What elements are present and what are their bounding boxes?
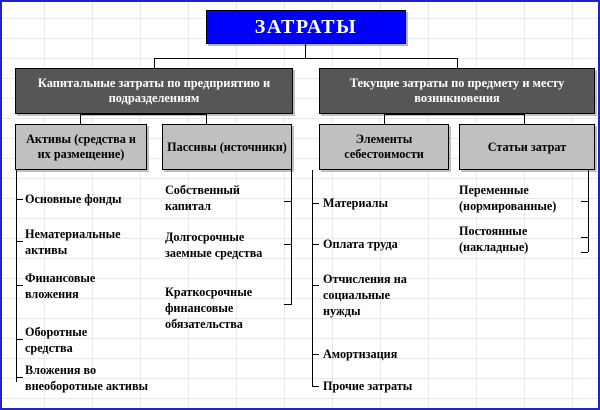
bracket-elements-tick-3 [312,354,319,355]
bracket-liabilities-tick-2 [284,304,291,305]
connector-current-to-items [524,114,525,124]
bracket-liabilities-drop [291,170,292,180]
diagram-title-box: ЗАТРАТЫ [206,10,406,44]
connector-title-to-capital [154,58,155,68]
bracket-liabilities-tick-0 [284,201,291,202]
leaf-liabilities-2: Краткосрочные финансовые обязательства [165,285,253,331]
bracket-elements-drop [312,170,313,180]
bracket-items-spine [588,180,589,252]
bracket-elements-spine [312,180,313,387]
leaf-elements-1: Оплата труда [323,237,398,251]
leaf-elements-0: Материалы [323,196,389,210]
leaf-assets-4: Вложения во внеоборотные активы [25,363,149,393]
bracket-elements-tick-0 [312,203,319,204]
connector-capital-to-liabilities [206,114,207,124]
leaf-elements-4: Прочие затраты [323,379,413,393]
bracket-liabilities-spine [291,180,292,305]
bracket-assets-tick-3 [16,339,23,340]
leaf-assets-0: Основные фонды [25,192,122,206]
level2-box-cost-elements: Элементы себестоимости [319,124,449,170]
bracket-assets-tick-1 [16,241,23,242]
connector-title-to-current [457,58,458,68]
level2-box-assets: Активы (средства и их размещение) [15,124,147,170]
bracket-items-drop [588,170,589,180]
leaf-elements-3: Амортизация [323,347,398,361]
leaf-assets-1: Нематериальные активы [25,227,121,257]
leaf-liabilities-0: Собственный капитал [165,183,240,213]
bracket-assets-drop [16,170,17,180]
bracket-assets-tick-4 [16,377,23,378]
connector-capital-to-assets [80,114,81,124]
leaf-cost-items-0: Переменные (нормированные) [459,183,557,213]
bracket-elements-tick-2 [312,285,319,286]
leaf-elements-2: Отчисления на социальные нужды [323,272,407,318]
bracket-assets-tick-0 [16,199,23,200]
level2-box-liabilities: Пассивы (источники) [162,124,292,170]
leaf-assets-2: Финансовые вложения [25,271,96,301]
level1-box-capital: Капитальные затраты по предприятию и под… [15,68,293,114]
bracket-items-tick-0 [581,201,588,202]
connector-title-stem [305,44,306,58]
connector-current-bus [384,114,524,115]
leaf-assets-3: Оборотные средства [25,325,88,355]
bracket-items-tick-1 [581,237,588,238]
connector-capital-bus [80,114,206,115]
leaf-cost-items-1: Постоянные (накладные) [459,224,529,254]
connector-current-to-elements [384,114,385,124]
bracket-assets-tick-2 [16,285,23,286]
leaf-liabilities-1: Долгосрочные заемные средства [165,230,263,260]
bracket-liabilities-tick-1 [284,244,291,245]
connector-title-bus [154,58,457,59]
bracket-items-tick-2 [581,252,588,253]
level1-box-current: Текущие затраты по предмету и месту возн… [319,68,595,114]
level2-box-cost-items: Статьи затрат [459,124,595,170]
bracket-assets-spine [16,180,17,382]
bracket-elements-tick-4 [312,386,319,387]
bracket-elements-tick-1 [312,244,319,245]
